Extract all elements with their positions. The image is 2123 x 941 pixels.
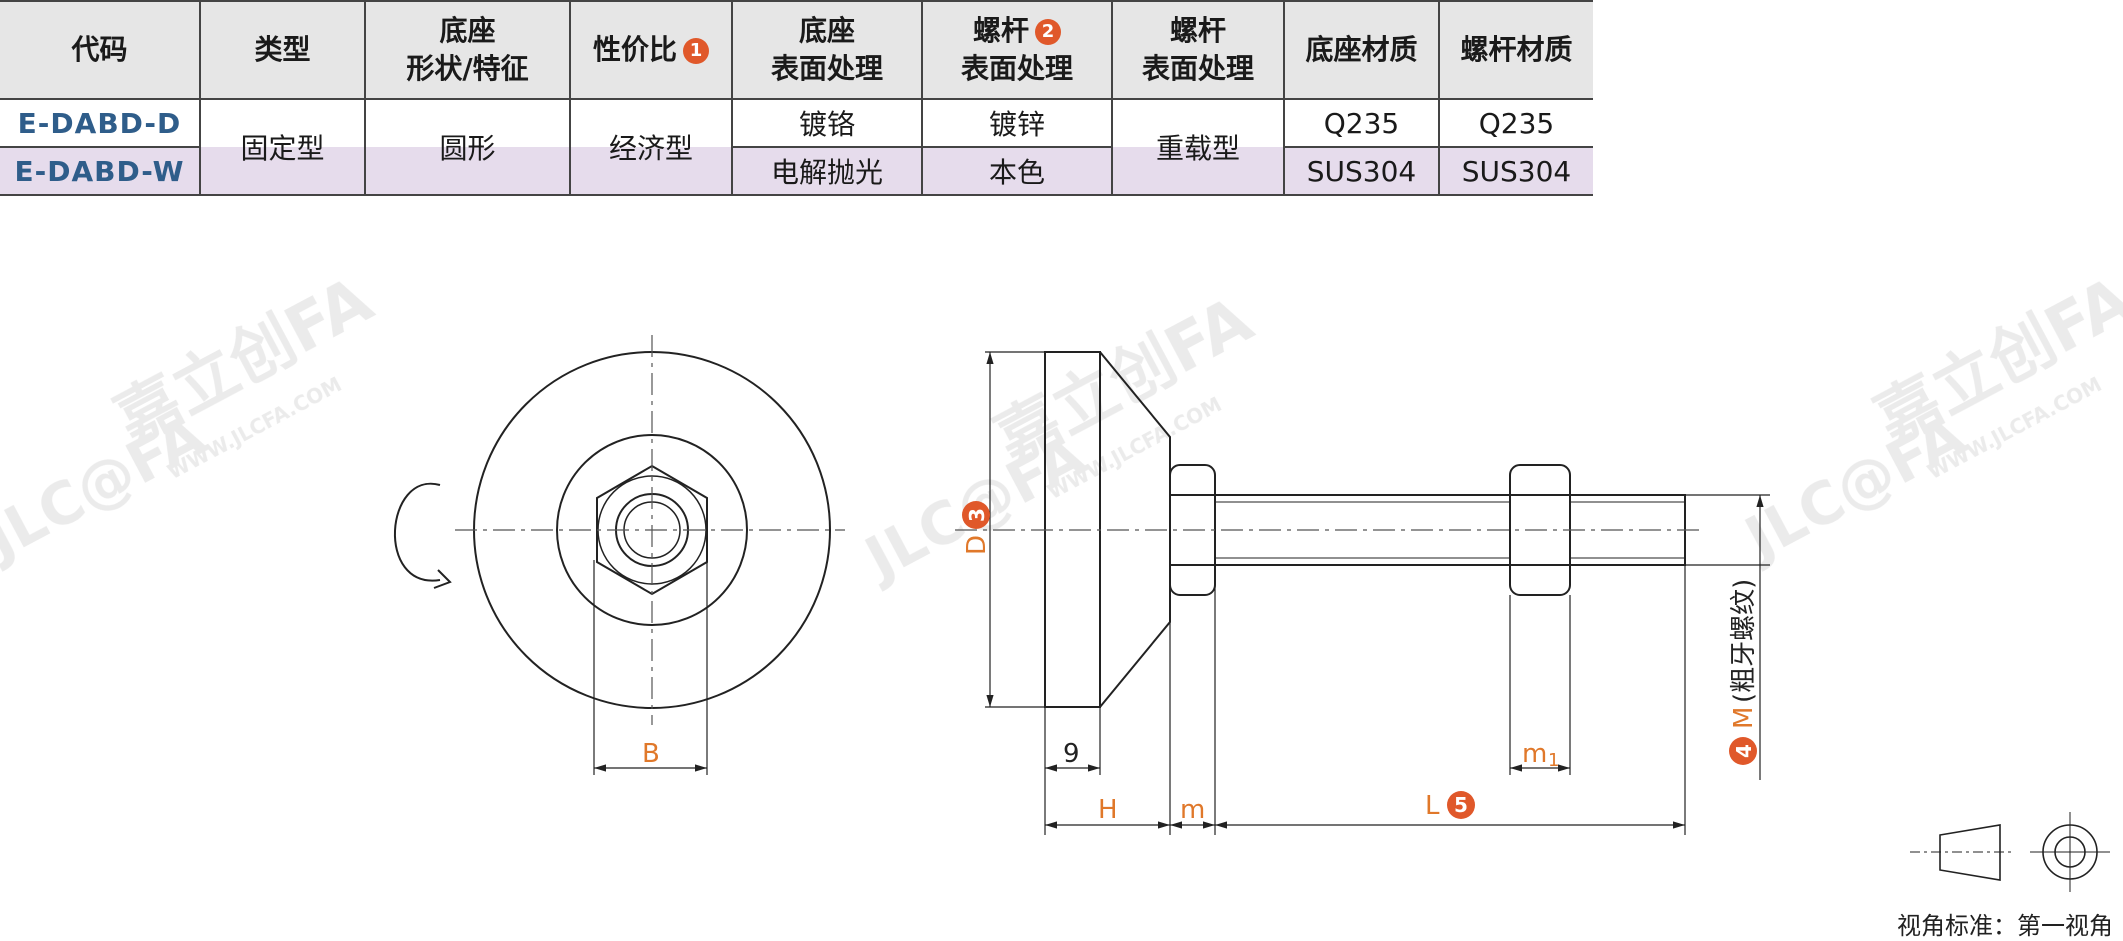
svg-text:m: m — [1522, 739, 1547, 769]
svg-text:1: 1 — [1548, 750, 1559, 771]
dim-H-label: H — [1098, 795, 1118, 825]
svg-text:5: 5 — [1454, 793, 1468, 817]
dim-m-label: m — [1180, 795, 1205, 825]
type-cell: 固定型 — [199, 98, 366, 196]
header-type: 类型 — [199, 0, 366, 100]
header-base-finish: 底座表面处理 — [731, 0, 923, 100]
front-view — [394, 335, 845, 775]
code-cell: E-DABD-W — [0, 146, 201, 196]
table-row: E-DABD-D 固定型 圆形 经济型 镀铬 镀锌 重载型 Q235 Q235 — [0, 98, 1593, 196]
dim-M-label: 4 M (粗牙螺纹) — [1729, 579, 1759, 765]
view-standard-note: 视角标准：第一视角 — [1897, 912, 2113, 940]
badge-1: 1 — [683, 38, 709, 64]
table-row: E-DABD-W 电解抛光 本色 SUS304 SUS304 — [0, 146, 1593, 196]
svg-text:D: D — [962, 535, 992, 555]
base-finish-cell: 镀铬 — [731, 98, 923, 148]
side-view — [955, 351, 1770, 835]
screw-finish-cell: 镀锌 — [921, 98, 1113, 148]
dim-m1-label: m 1 — [1522, 739, 1559, 771]
svg-text:M: M — [1729, 707, 1759, 729]
value-cell: 经济型 — [569, 98, 733, 196]
shape-cell: 圆形 — [364, 98, 571, 196]
dim-D-label: D 3 — [962, 501, 992, 555]
svg-text:3: 3 — [965, 508, 989, 522]
screw-material-cell: Q235 — [1438, 98, 1593, 148]
base-material-cell: Q235 — [1283, 98, 1440, 148]
badge-2: 2 — [1035, 19, 1061, 45]
code-cell: E-DABD-D — [0, 98, 201, 148]
dim-L-label: L 5 — [1425, 791, 1475, 821]
watermark: JLC@FA 嘉立创FA WWW.JLCFA.COM JLC@FA 嘉立创FA … — [0, 263, 2123, 594]
base-material-cell: SUS304 — [1283, 146, 1440, 196]
screw-finish-cell: 本色 — [921, 146, 1113, 196]
rotation-arrow-icon — [394, 482, 441, 582]
base-inner-circle — [556, 434, 748, 626]
screw-type-cell: 重载型 — [1111, 98, 1285, 196]
header-base-shape: 底座形状/特征 — [364, 0, 571, 100]
header-screw-material: 螺杆材质 — [1438, 0, 1593, 100]
screw-material-cell: SUS304 — [1438, 146, 1593, 196]
base-finish-cell: 电解抛光 — [731, 146, 923, 196]
first-angle-projection-icon — [1910, 812, 2110, 892]
svg-text:L: L — [1425, 791, 1440, 821]
header-screw-finish-2: 螺杆表面处理 — [1111, 0, 1285, 100]
header-base-material: 底座材质 — [1283, 0, 1440, 100]
header-code: 代码 — [0, 0, 201, 100]
svg-text:(粗牙螺纹): (粗牙螺纹) — [1729, 579, 1759, 703]
svg-text:4: 4 — [1732, 744, 1756, 758]
dim-B-label: B — [642, 739, 660, 769]
dim-9-label: 9 — [1063, 739, 1080, 769]
